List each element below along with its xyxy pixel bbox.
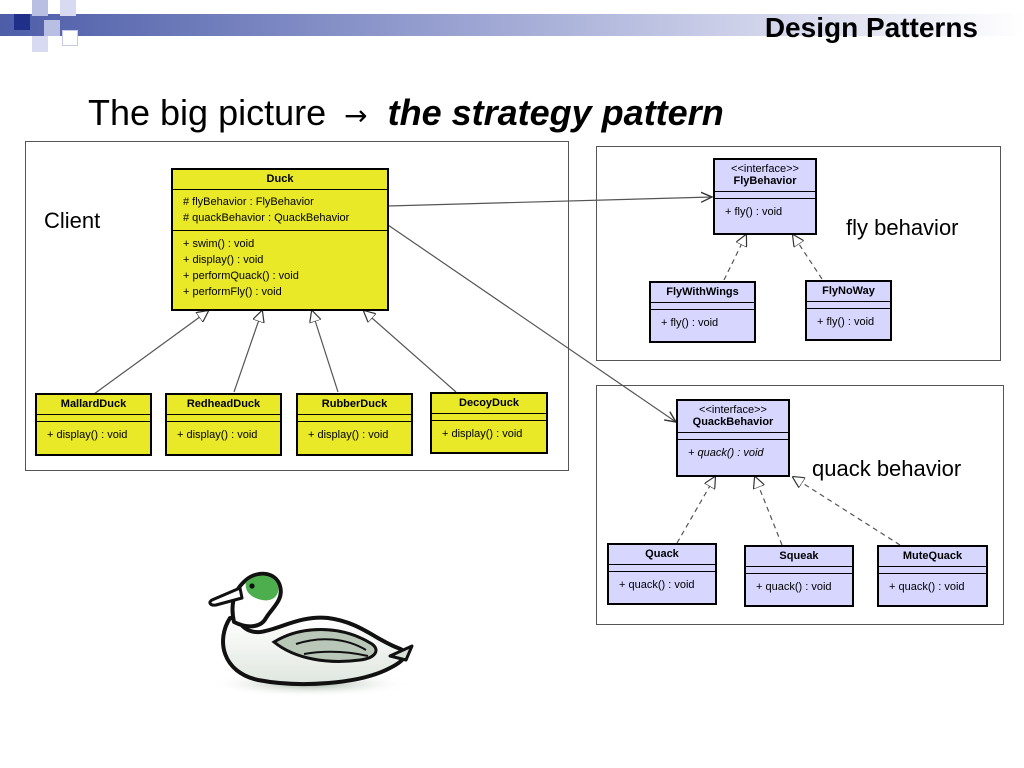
mute-quack-class: MuteQuack + quack() : void xyxy=(877,545,988,607)
class-name: Squeak xyxy=(746,547,852,567)
quack-behavior-interface: <<interface>> QuackBehavior + quack() : … xyxy=(676,399,790,477)
class-name: DecoyDuck xyxy=(432,394,546,414)
right-arrow-icon: → xyxy=(344,99,368,132)
operation: + quack() : void xyxy=(688,447,764,459)
association-quack xyxy=(387,224,676,422)
realization-fly-no-way xyxy=(793,235,823,280)
class-attributes xyxy=(167,415,280,422)
operation: + fly() : void xyxy=(661,317,719,329)
class-operations: + display() : void xyxy=(298,422,411,448)
slide-heading: The big picture → the strategy pattern xyxy=(88,92,724,134)
operation: + display() : void xyxy=(183,254,264,266)
operation: + fly() : void xyxy=(817,316,875,328)
operation: + quack() : void xyxy=(756,581,832,593)
operation: + quack() : void xyxy=(619,579,695,591)
interface-name: QuackBehavior xyxy=(692,416,774,428)
class-name: FlyNoWay xyxy=(807,282,890,302)
class-attributes xyxy=(715,192,815,199)
duck-illustration xyxy=(208,571,414,697)
class-name: Duck xyxy=(173,170,387,190)
class-operations: + fly() : void xyxy=(651,310,754,336)
inheritance-mallard xyxy=(93,311,208,395)
operation: + display() : void xyxy=(308,429,389,441)
realization-mute-quack xyxy=(793,477,901,546)
heading-emphasis: the strategy pattern xyxy=(387,92,724,133)
heading-prefix: The big picture xyxy=(88,92,327,133)
class-attributes xyxy=(807,302,890,309)
operation: + display() : void xyxy=(177,429,258,441)
duck-class: Duck # flyBehavior : FlyBehavior # quack… xyxy=(171,168,389,311)
class-operations: + quack() : void xyxy=(609,572,715,598)
attribute: # quackBehavior : QuackBehavior xyxy=(183,212,350,224)
title-banner xyxy=(0,14,1024,36)
class-operations: + display() : void xyxy=(37,422,150,448)
inheritance-decoy xyxy=(364,311,457,393)
realization-quack xyxy=(676,477,715,544)
operation: + performQuack() : void xyxy=(183,270,299,282)
slide-title: Design Patterns xyxy=(764,12,978,43)
redhead-duck-class: RedheadDuck + display() : void xyxy=(165,393,282,456)
class-operations: + display() : void xyxy=(167,422,280,448)
squeak-class: Squeak + quack() : void xyxy=(744,545,854,607)
realization-fly-with-wings xyxy=(723,235,746,281)
class-name: FlyWithWings xyxy=(651,283,754,303)
class-name: <<interface>> QuackBehavior xyxy=(678,401,788,433)
class-attributes xyxy=(651,303,754,310)
inheritance-redhead xyxy=(233,311,262,393)
attribute: # flyBehavior : FlyBehavior xyxy=(183,196,314,208)
class-name: <<interface>> FlyBehavior xyxy=(715,160,815,192)
class-attributes xyxy=(37,415,150,422)
class-name: RubberDuck xyxy=(298,395,411,415)
class-operations: + quack() : void xyxy=(879,574,986,600)
class-attributes xyxy=(609,565,715,572)
class-name: RedheadDuck xyxy=(167,395,280,415)
rubber-duck-class: RubberDuck + display() : void xyxy=(296,393,413,456)
fly-behavior-interface: <<interface>> FlyBehavior + fly() : void xyxy=(713,158,817,235)
class-attributes xyxy=(432,414,546,421)
fly-behavior-label: fly behavior xyxy=(846,215,959,240)
operation: + swim() : void xyxy=(183,238,255,250)
class-attributes xyxy=(746,567,852,574)
fly-with-wings-class: FlyWithWings + fly() : void xyxy=(649,281,756,343)
class-name: MuteQuack xyxy=(879,547,986,567)
operation: + performFly() : void xyxy=(183,286,282,298)
class-operations: + quack() : void xyxy=(746,574,852,600)
class-operations: + fly() : void xyxy=(715,199,815,225)
interface-stereotype: <<interface>> xyxy=(731,163,799,175)
quack-class: Quack + quack() : void xyxy=(607,543,717,605)
client-label: Client xyxy=(44,208,101,233)
class-operations: + fly() : void xyxy=(807,309,890,335)
quack-behavior-label: quack behavior xyxy=(812,456,962,481)
mallard-duck-class: MallardDuck + display() : void xyxy=(35,393,152,456)
interface-name: FlyBehavior xyxy=(733,175,797,187)
class-attributes xyxy=(298,415,411,422)
class-attributes xyxy=(678,433,788,440)
operation: + display() : void xyxy=(442,428,523,440)
inheritance-rubber xyxy=(312,311,339,393)
operation: + fly() : void xyxy=(725,206,783,218)
operation: + display() : void xyxy=(47,429,128,441)
realization-squeak xyxy=(755,477,783,546)
association-fly xyxy=(387,197,712,207)
class-operations: + quack() : void xyxy=(678,440,788,466)
interface-stereotype: <<interface>> xyxy=(699,404,767,416)
fly-no-way-class: FlyNoWay + fly() : void xyxy=(805,280,892,341)
decoy-duck-class: DecoyDuck + display() : void xyxy=(430,392,548,454)
class-name: Quack xyxy=(609,545,715,565)
class-name: MallardDuck xyxy=(37,395,150,415)
class-attributes xyxy=(879,567,986,574)
operation: + quack() : void xyxy=(889,581,965,593)
class-operations: + display() : void xyxy=(432,421,546,447)
class-operations: + swim() : void + display() : void + per… xyxy=(173,231,387,305)
class-attributes: # flyBehavior : FlyBehavior # quackBehav… xyxy=(173,190,387,231)
